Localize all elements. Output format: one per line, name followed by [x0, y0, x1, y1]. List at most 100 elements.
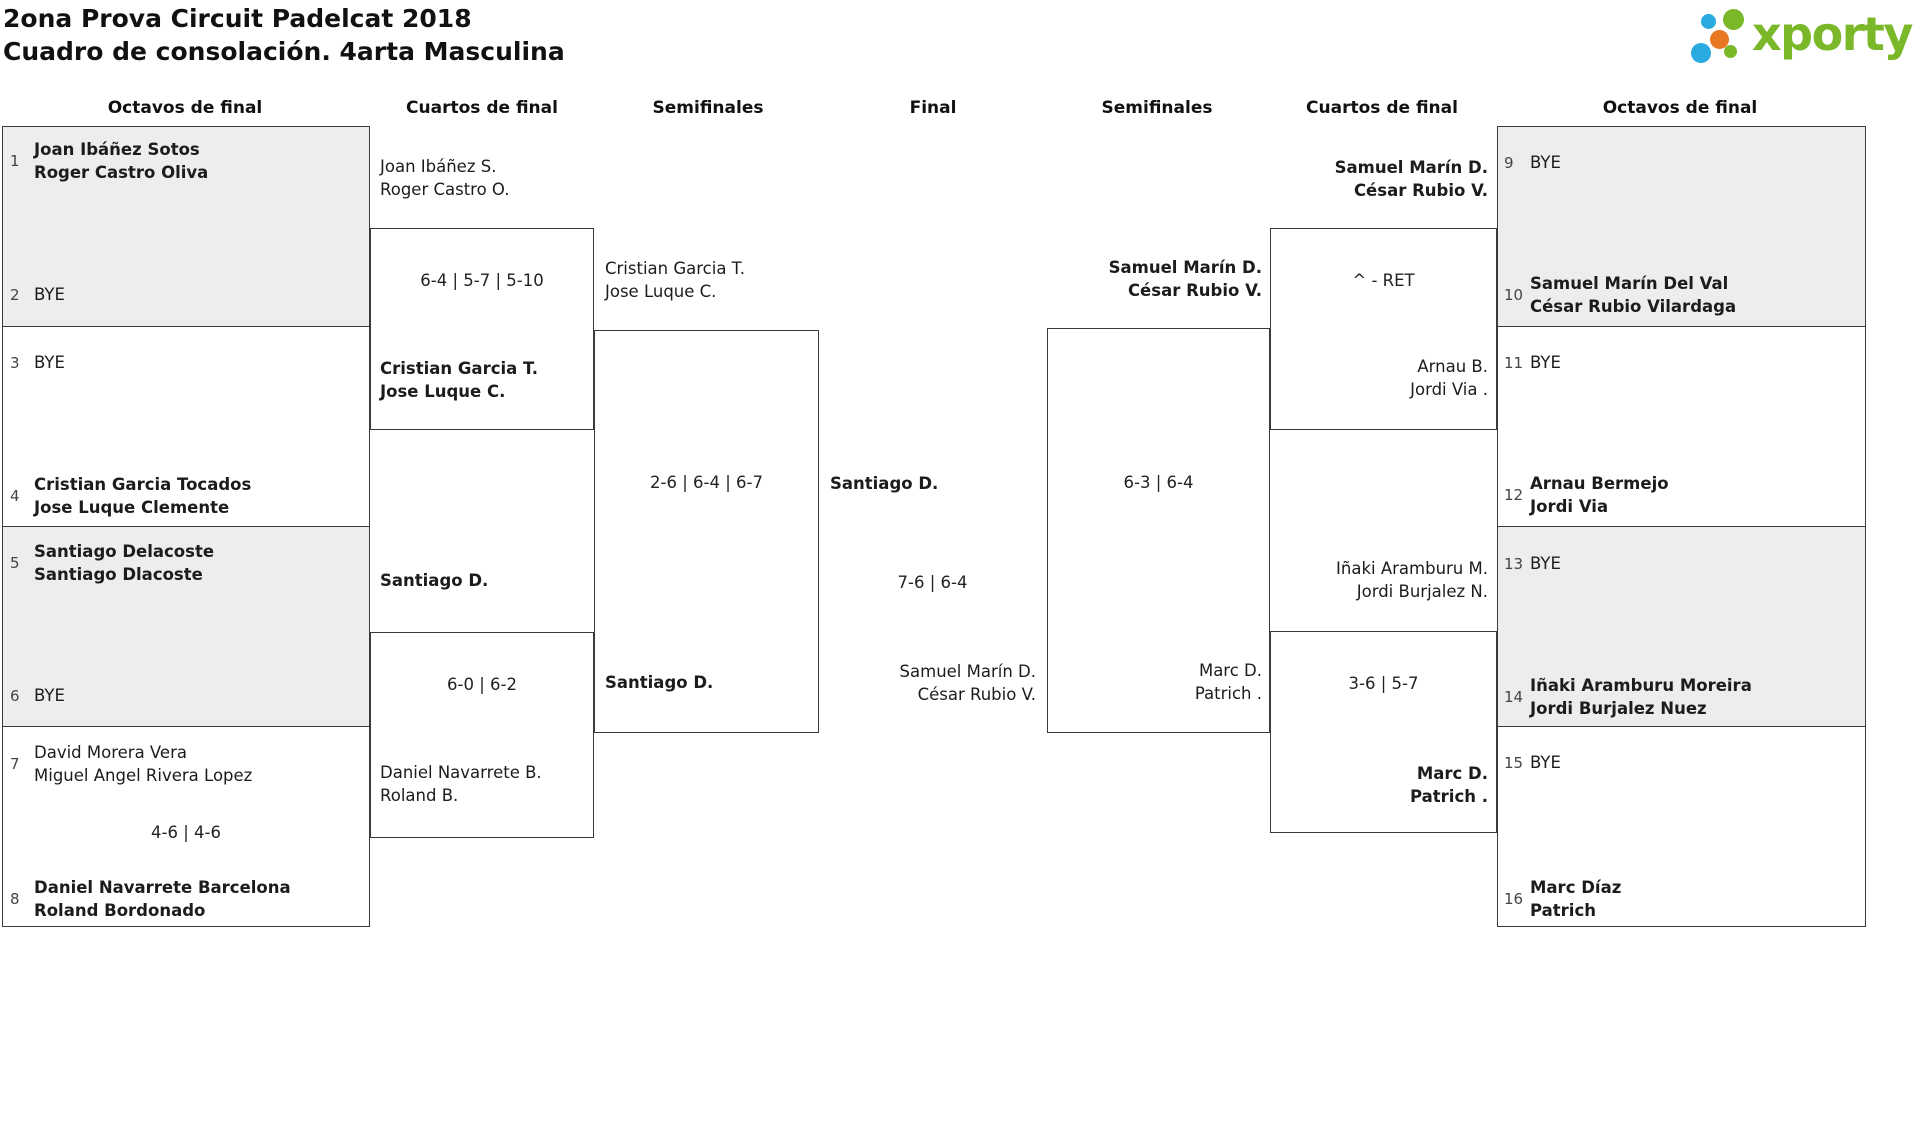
seed-entry-2: 2 BYE [10, 283, 65, 306]
player-name: Daniel Navarrete Barcelona [34, 878, 291, 897]
team-name: Samuel Marín D. [1334, 158, 1488, 177]
player-name: Iñaki Aramburu Moreira [1530, 676, 1752, 695]
seed-number: 15 [1504, 753, 1524, 772]
sf1-score: 2-6 | 6-4 | 6-7 [650, 473, 763, 492]
team-name: Cristian Garcia T. [605, 259, 746, 278]
player-name: Jordi Burjalez Nuez [1530, 699, 1707, 718]
player-name: Jose Luque Clemente [34, 498, 230, 517]
team-name: Roland B. [380, 786, 459, 805]
seed-number: 7 [10, 755, 20, 773]
match-score-7v8: 4-6 | 4-6 [151, 823, 221, 842]
logo-dot-green-small [1724, 45, 1737, 58]
team-name: Jordi Burjalez N. [1356, 582, 1488, 601]
qf3-team-top: Samuel Marín D. César Rubio V. [1335, 156, 1488, 202]
player-name: Santiago Dlacoste [34, 565, 203, 584]
final-runner-up: Samuel Marín D. César Rubio V. [900, 660, 1036, 706]
bracket-subtitle: Cuadro de consolación. 4arta Masculina [3, 37, 565, 66]
qf1-team-top: Joan Ibáñez S. Roger Castro O. [380, 155, 510, 201]
seed-entry-13: 13 BYE [1504, 552, 1561, 575]
team-name: Marc D. [1416, 764, 1488, 783]
seed-entry-6: 6 BYE [10, 684, 65, 707]
seed-number: 16 [1504, 890, 1524, 908]
team-name: Patrich . [1194, 684, 1262, 703]
team-name: Roger Castro O. [380, 180, 510, 199]
team-name: Cristian Garcia T. [380, 359, 539, 378]
match-box-qf2 [370, 632, 594, 838]
team-name: Joan Ibáñez S. [380, 157, 497, 176]
team-name: César Rubio V. [1353, 181, 1488, 200]
sf1-team-bottom: Santiago D. [605, 673, 714, 692]
page-title: 2ona Prova Circuit Padelcat 2018 Cuadro … [3, 2, 565, 68]
qf1-score: 6-4 | 5-7 | 5-10 [420, 271, 544, 290]
round-header-final: Final [909, 98, 957, 118]
player-name: David Morera Vera [34, 743, 187, 762]
qf2-team-top: Santiago D. [380, 571, 489, 590]
octavos-right-column [1497, 126, 1866, 927]
qf4-team-bottom: Marc D. Patrich . [1410, 762, 1488, 808]
match-box-11-12 [1498, 327, 1865, 527]
match-box-5-6 [3, 527, 369, 727]
match-box-sf2 [1047, 328, 1270, 733]
logo-dot-blue-small [1701, 14, 1716, 29]
round-header-octavos-left: Octavos de final [107, 98, 263, 118]
bye-label: BYE [34, 285, 65, 304]
team-name: Daniel Navarrete B. [380, 763, 542, 782]
xporty-logo[interactable]: xporty [1685, 2, 1917, 72]
match-box-13-14 [1498, 527, 1865, 727]
logo-wordmark: xporty [1752, 7, 1913, 61]
team-name: Samuel Marín D. [899, 662, 1036, 681]
match-box-9-10 [1498, 127, 1865, 327]
qf4-team-top: Iñaki Aramburu M. Jordi Burjalez N. [1336, 557, 1488, 603]
bye-label: BYE [1530, 353, 1561, 372]
bye-label: BYE [1530, 153, 1561, 172]
qf3-score: ^ - RET [1352, 271, 1415, 290]
seed-number: 2 [10, 285, 20, 304]
octavos-left-column [2, 126, 370, 927]
match-box-qf1 [370, 228, 594, 430]
seed-number: 6 [10, 686, 20, 705]
seed-number: 10 [1504, 286, 1524, 304]
team-name: César Rubio V. [1127, 281, 1262, 300]
player-name: Roger Castro Oliva [34, 163, 209, 182]
team-name: Marc D. [1198, 661, 1262, 680]
qf2-team-bottom: Daniel Navarrete B. Roland B. [380, 761, 542, 807]
logo-dot-green-large [1723, 9, 1744, 30]
match-box-sf1 [594, 330, 819, 733]
team-name: Arnau B. [1417, 357, 1488, 376]
player-name: Miguel Angel Rivera Lopez [34, 766, 253, 785]
seed-number: 1 [10, 152, 20, 170]
round-header-cuartos-right: Cuartos de final [1306, 98, 1458, 118]
qf1-team-bottom: Cristian Garcia T. Jose Luque C. [380, 357, 538, 403]
qf2-score: 6-0 | 6-2 [447, 675, 517, 694]
sf1-team-top: Cristian Garcia T. Jose Luque C. [605, 257, 745, 303]
seed-number: 3 [10, 353, 20, 372]
player-name: Patrich [1530, 901, 1596, 920]
sf2-team-bottom: Marc D. Patrich . [1195, 659, 1262, 705]
match-box-qf4 [1270, 631, 1497, 833]
team-name: Samuel Marín D. [1108, 258, 1262, 277]
round-header-semis-left: Semifinales [652, 98, 764, 118]
sf2-score: 6-3 | 6-4 [1123, 473, 1194, 492]
qf3-team-bottom: Arnau B. Jordi Via . [1410, 355, 1488, 401]
player-name: Joan Ibáñez Sotos [34, 140, 200, 159]
final-score: 7-6 | 6-4 [897, 573, 968, 592]
team-name: Jose Luque C. [605, 282, 717, 301]
tournament-name: 2ona Prova Circuit Padelcat 2018 [3, 4, 472, 33]
match-box-qf3 [1270, 228, 1497, 430]
team-name: César Rubio V. [917, 685, 1036, 704]
round-header-semis-right: Semifinales [1101, 98, 1213, 118]
match-box-3-4 [3, 327, 369, 527]
team-name: Jose Luque C. [380, 382, 506, 401]
seed-number: 14 [1504, 688, 1524, 706]
player-name: César Rubio Vilardaga [1530, 297, 1737, 316]
seed-number: 9 [1504, 153, 1514, 172]
seed-number: 13 [1504, 554, 1524, 573]
